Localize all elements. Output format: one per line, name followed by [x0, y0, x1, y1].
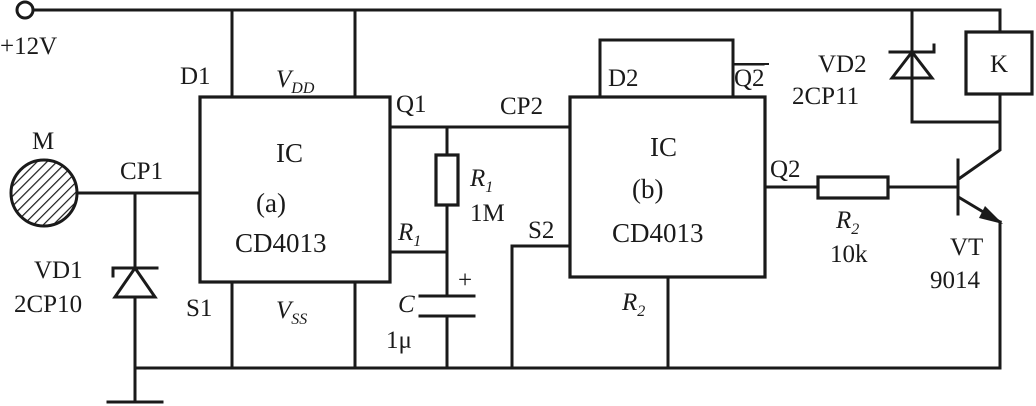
- wires: [32, 8, 1002, 404]
- wire-d2-qbar: [598, 38, 735, 99]
- ic-a-body: [198, 95, 392, 284]
- vd2-part: 2CP11: [792, 83, 859, 110]
- relay-k-body: [964, 30, 1034, 96]
- ground-bus: [133, 220, 1002, 370]
- vt-name: VT: [950, 234, 983, 261]
- supply-terminal: [15, 0, 35, 20]
- vd2-name: VD2: [818, 51, 867, 78]
- ic-b-variant: (b): [632, 174, 663, 204]
- r2-name: R2: [835, 207, 859, 238]
- c-name: C: [398, 291, 415, 318]
- mic-label: M: [32, 128, 54, 155]
- c-value: 1μ: [386, 327, 412, 354]
- capacitor-symbol: [418, 294, 476, 318]
- microphone-symbol: [9, 158, 79, 228]
- ic-b-name: IC: [650, 132, 677, 162]
- ic-a-name: IC: [276, 138, 303, 168]
- r1-value: 1M: [470, 200, 505, 227]
- ic-b-part: CD4013: [612, 218, 704, 248]
- ic-a-pin-r1: R1: [397, 219, 421, 250]
- ic-b-pin-qbar: Q2: [734, 65, 765, 92]
- wire-s2: [510, 244, 572, 370]
- ic-b-pin-s2: S2: [528, 217, 554, 244]
- r1-name: R1: [469, 165, 493, 196]
- ic-b-pin-d2: D2: [608, 65, 639, 92]
- ic-b-pin-q2: Q2: [770, 156, 801, 183]
- vd1-symbol: [111, 258, 159, 299]
- wire-vd2: [910, 8, 1002, 124]
- ic-a-variant: (a): [256, 188, 286, 218]
- ic-a-pin-vss: VSS: [276, 297, 307, 328]
- ic-a-pin-d1: D1: [180, 63, 211, 90]
- vd2-symbol: [888, 43, 936, 80]
- r1-symbol: [434, 153, 460, 207]
- ic-a-pin-q1: Q1: [396, 91, 427, 118]
- r2-value: 10k: [830, 241, 868, 268]
- ic-a-pin-s1: S1: [186, 295, 212, 322]
- ic-b-body: [568, 95, 767, 279]
- transistor-vt-symbol: [956, 158, 1003, 225]
- vd1-name: VD1: [34, 257, 83, 284]
- supply-label: +12V: [0, 33, 57, 60]
- ic-a-part: CD4013: [235, 228, 327, 258]
- ic-a-pin-cp1: CP1: [120, 158, 163, 185]
- ic-b-pin-r2: R2: [621, 289, 645, 320]
- ic-b-pin-cp2: CP2: [500, 93, 543, 120]
- wire-relay-collector: [957, 92, 1002, 181]
- c-polarity: +: [458, 267, 472, 294]
- vd1-part: 2CP10: [14, 291, 82, 318]
- r2-symbol: [816, 175, 890, 200]
- ic-a-pin-vdd: VDD: [276, 66, 315, 97]
- supply-rail: [32, 8, 1002, 34]
- vt-part: 9014: [930, 267, 981, 294]
- relay-label: K: [990, 51, 1008, 78]
